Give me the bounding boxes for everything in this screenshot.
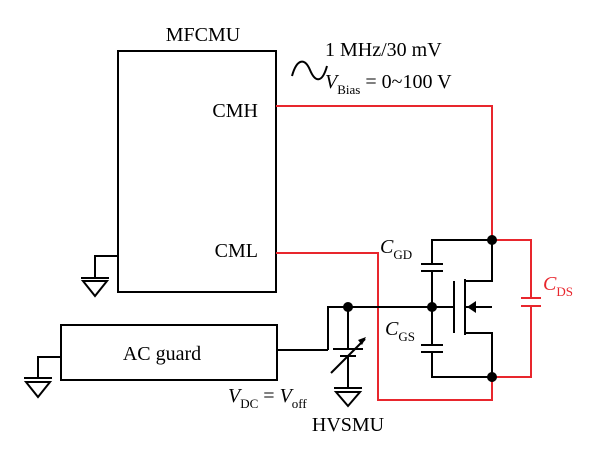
cgd-label: CGD [380,236,412,262]
hvsmu-label: HVSMU [312,414,385,436]
cgs-label: CGS [385,318,415,344]
ac-guard-box [60,324,278,381]
gate-node [427,302,437,312]
cmh-label: CMH [212,100,258,122]
mfcmu-label: MFCMU [166,24,241,46]
cml-label: CML [215,240,258,262]
ground-icon [333,387,363,408]
mosfet-icon [453,240,493,377]
gate-line [327,306,454,350]
measurement-path [276,105,541,401]
vdc-label: VDC = Voff [228,385,307,411]
mfcmu-box [117,50,277,293]
ground-icon [80,255,118,298]
ac-guard-label: AC guard [123,343,201,365]
ground-icon [23,356,61,399]
drain-node [487,235,497,245]
vbias-label: VBias = 0~100 V [325,71,452,97]
gate-capacitors [421,239,492,378]
cds-label: CDS [543,273,573,299]
sine-wave-icon [291,60,328,81]
signal-frequency-label: 1 MHz/30 mV [325,39,442,61]
source-node [487,372,497,382]
variable-voltage-source-icon [330,307,366,388]
